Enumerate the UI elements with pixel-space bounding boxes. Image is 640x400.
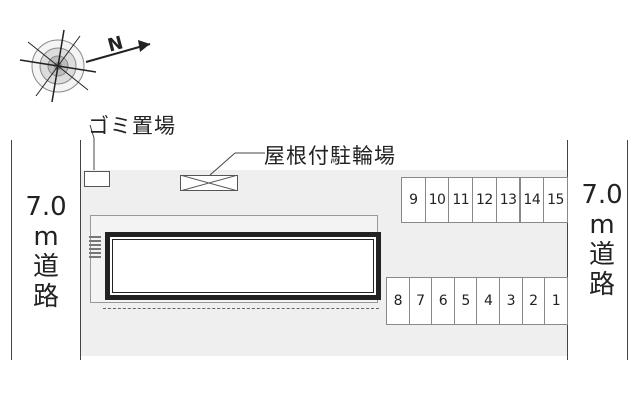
parking-space: 8 — [386, 277, 410, 325]
parking-space: 13 — [495, 177, 521, 223]
compass-rose-icon — [19, 29, 151, 103]
road-char-2: 路 — [588, 270, 615, 300]
parking-space: 14 — [519, 177, 545, 223]
parking-space: 3 — [499, 277, 523, 325]
parking-space: 11 — [448, 177, 474, 223]
bicycle-parking-callout: 屋根付駐輪場 — [264, 144, 396, 168]
garbage-area — [84, 171, 110, 187]
road-unit: m — [33, 222, 59, 252]
garbage-leader-line — [89, 124, 95, 170]
parking-space: 6 — [431, 277, 455, 325]
road-unit: m — [589, 210, 615, 240]
parking-space: 9 — [401, 177, 426, 223]
bicycle-shed — [180, 175, 238, 191]
road-char-1: 道 — [32, 252, 59, 282]
road-width: 7.0 — [25, 192, 67, 222]
parking-space: 5 — [453, 277, 478, 325]
stairs-icon — [89, 236, 101, 260]
site-left-boundary — [80, 140, 81, 360]
parking-space: 7 — [408, 277, 433, 325]
road-label-left: 7.0 m 道 路 — [18, 192, 74, 312]
building-eave-line — [103, 304, 379, 309]
parking-space: 15 — [543, 177, 568, 223]
parking-space: 4 — [476, 277, 500, 325]
site-right-boundary — [567, 140, 568, 360]
road-width: 7.0 — [581, 180, 623, 210]
road-char-1: 道 — [588, 240, 615, 270]
road-right-edge — [627, 140, 628, 360]
road-char-2: 路 — [32, 282, 59, 312]
bike-shed-leader-line — [209, 152, 265, 176]
parking-space: 1 — [544, 277, 568, 325]
parking-space: 12 — [472, 177, 497, 223]
road-label-right: 7.0 m 道 路 — [574, 180, 630, 300]
parking-space: 2 — [521, 277, 546, 325]
apartment-building — [105, 232, 381, 300]
road-left-edge — [11, 140, 12, 360]
garbage-callout: ゴミ置場 — [88, 114, 176, 138]
parking-space: 10 — [424, 177, 450, 223]
